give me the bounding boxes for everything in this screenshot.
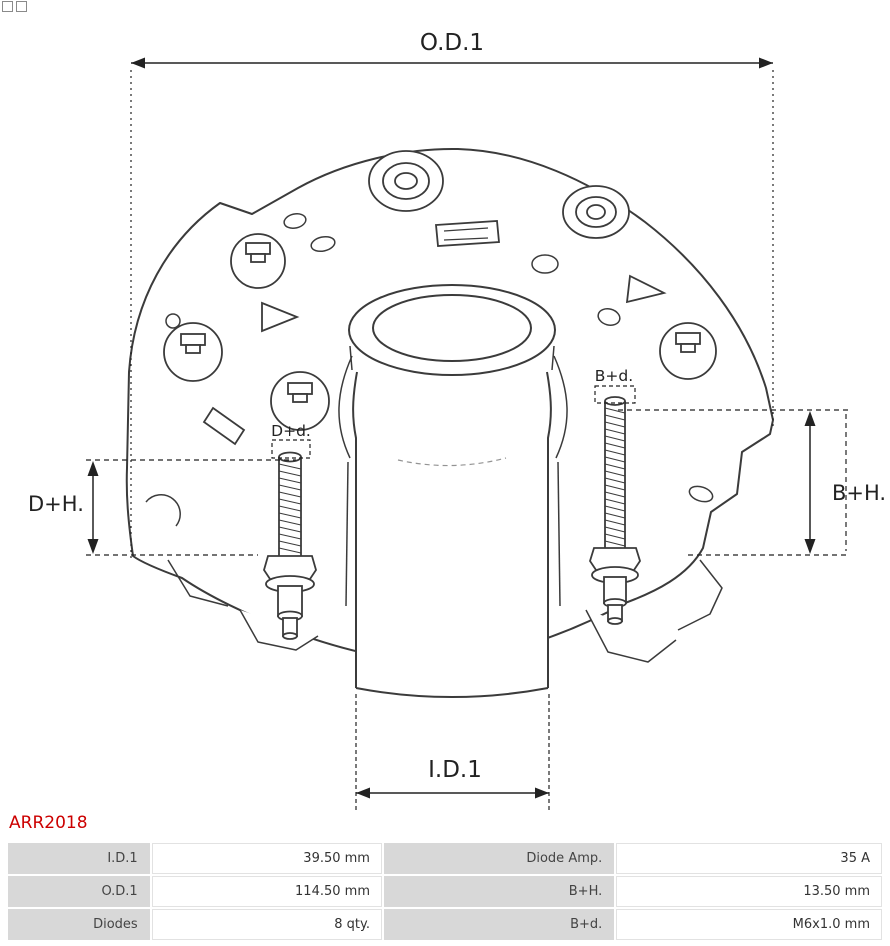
part-number-link[interactable]: ARR2018: [9, 813, 88, 833]
spec-label-id1: I.D.1: [8, 843, 150, 874]
spec-label-bh: B+H.: [383, 876, 615, 907]
dim-label-dh: D+H.: [28, 492, 84, 516]
logo-square-icon: [2, 1, 13, 12]
stud-bolt-right: [589, 396, 641, 625]
spec-row: Diodes 8 qty. B+d. M6x1.0 mm: [8, 909, 882, 940]
center-collar: [348, 284, 556, 376]
spec-value-bh: 13.50 mm: [616, 876, 882, 907]
dim-label-od1: O.D.1: [420, 30, 484, 56]
diode-pads: [163, 233, 717, 431]
spec-row: O.D.1 114.50 mm B+H. 13.50 mm: [8, 876, 882, 907]
brand-logo-fragment: [2, 1, 27, 12]
spec-label-diodes: Diodes: [8, 909, 150, 940]
dimension-bd: B+d.: [594, 367, 636, 404]
spec-value-diode-amp: 35 A: [616, 843, 882, 874]
spec-label-od1: O.D.1: [8, 876, 150, 907]
dim-label-bd: B+d.: [595, 367, 633, 385]
rectifier-drawing-svg: O.D.1 I.D.1 D+H. B+H. D+d. B+d.: [28, 30, 886, 810]
spec-table: I.D.1 39.50 mm Diode Amp. 35 A O.D.1 114…: [6, 841, 884, 942]
stud-bolt-left: [263, 451, 317, 640]
dimension-dh: D+H.: [28, 459, 296, 556]
dimension-dd: D+d.: [271, 422, 311, 459]
small-holes: [165, 213, 714, 503]
mounting-bolt-top-right: [562, 185, 630, 239]
spec-label-diode-amp: Diode Amp.: [383, 843, 615, 874]
spec-value-bd: M6x1.0 mm: [616, 909, 882, 940]
dim-label-id1: I.D.1: [428, 757, 482, 783]
dim-label-dd: D+d.: [271, 422, 311, 440]
spec-value-diodes: 8 qty.: [151, 909, 382, 940]
mounting-bolt-top-left: [368, 150, 444, 212]
dimension-id1: I.D.1: [355, 694, 550, 810]
dim-label-bh: B+H.: [832, 481, 886, 505]
spec-value-id1: 39.50 mm: [151, 843, 382, 874]
spec-label-bd: B+d.: [383, 909, 615, 940]
arrow-marks: [202, 274, 667, 446]
dimension-od1: O.D.1: [130, 30, 774, 558]
logo-square-icon: [16, 1, 27, 12]
terminal-slot: [435, 220, 500, 247]
technical-drawing: O.D.1 I.D.1 D+H. B+H. D+d. B+d.: [28, 30, 886, 810]
center-tube: [352, 370, 552, 698]
dimension-bh: B+H.: [618, 409, 886, 556]
spec-row: I.D.1 39.50 mm Diode Amp. 35 A: [8, 843, 882, 874]
spec-value-od1: 114.50 mm: [151, 876, 382, 907]
